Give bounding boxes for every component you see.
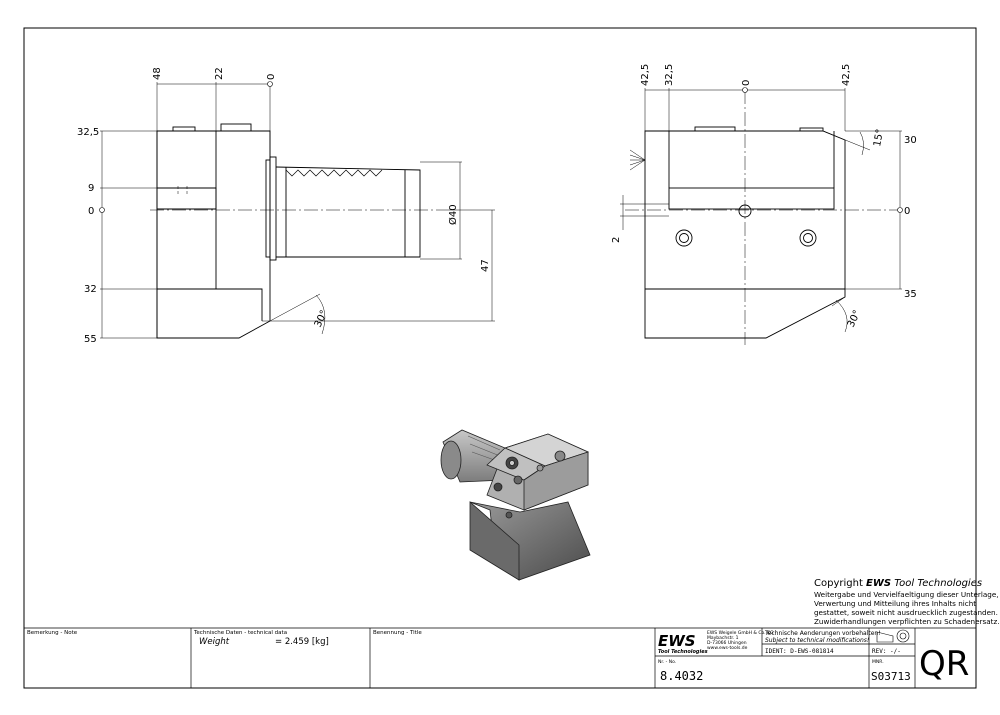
front-angle-15: 15°	[872, 128, 886, 147]
side-dim-32-5: 32,5	[77, 127, 99, 138]
svg-text:Verwertung und Mitteilung ihre: Verwertung und Mitteilung ihres Inhalts …	[814, 599, 976, 608]
front-dim-0: 0	[741, 80, 752, 86]
svg-text:Copyright EWS Tool Technologie: Copyright EWS Tool Technologies	[814, 578, 982, 589]
front-dim-30: 30	[904, 135, 917, 146]
nr-value: 8.4032	[660, 669, 703, 683]
side-dim-diameter: Ø40	[447, 204, 459, 225]
svg-text:D-73066 Uhingen: D-73066 Uhingen	[707, 640, 747, 646]
nr-label: Nr. - No.	[658, 659, 676, 665]
weight-value: = 2.459 [kg]	[275, 637, 329, 647]
front-dim-32-5: 32,5	[664, 64, 675, 86]
svg-text:Zuwiderhandlungen verpflichten: Zuwiderhandlungen verpflichten zu Schade…	[814, 617, 1000, 626]
tech-data-label: Technische Daten - technical data	[193, 630, 287, 636]
side-dim-48: 48	[152, 67, 163, 80]
side-dim-47: 47	[480, 259, 491, 272]
side-dim-32: 32	[84, 284, 97, 295]
mnr-value: S03713	[871, 670, 911, 683]
mnr-label: MNR.	[872, 659, 884, 665]
svg-text:www.ews-tools.de: www.ews-tools.de	[707, 645, 748, 651]
sheet-border	[23, 27, 977, 689]
front-dim-2: 2	[611, 237, 622, 243]
svg-text:gestattet, soweit nicht ausdru: gestattet, soweit nicht ausdruecklich zu…	[814, 608, 998, 617]
copyright-note: Copyright EWS Tool Technologies Weiterga…	[814, 578, 1000, 626]
side-dim-22: 22	[214, 67, 225, 80]
side-dim-0: 0	[266, 74, 277, 80]
side-dim-55: 55	[84, 334, 97, 345]
qr-label: QR	[919, 644, 969, 684]
front-dim-35: 35	[904, 289, 917, 300]
title-block	[24, 627, 976, 688]
side-view	[99, 81, 495, 339]
ident: IDENT: D-EWS-081814	[765, 648, 834, 655]
isometric-view	[440, 429, 591, 581]
svg-text:EWS Weigele GmbH & Co. KG: EWS Weigele GmbH & Co. KG	[707, 630, 774, 636]
changes-de: Technische Aenderungen vorbehalten!	[764, 630, 881, 637]
front-angle-30: 30°	[846, 309, 863, 330]
rev: REV: -/-	[872, 648, 901, 655]
ews-logo-sub: Tool Technologies	[658, 649, 708, 655]
weight-label: Weight	[199, 637, 230, 647]
front-dim-42-5-left: 42,5	[640, 64, 651, 86]
side-angle-30: 30°	[313, 309, 330, 330]
changes-en: Subject to technical modifications!	[765, 637, 869, 644]
front-view	[620, 87, 903, 345]
remark-label: Bemerkung - Note	[27, 630, 78, 636]
front-dim-42-5-right: 42,5	[841, 64, 852, 86]
title-label: Benennung - Title	[373, 630, 422, 636]
svg-text:Weitergabe und Vervielfaeltigu: Weitergabe und Vervielfaeltigung dieser …	[814, 590, 999, 599]
svg-text:Maybachstr. 1: Maybachstr. 1	[707, 635, 739, 641]
front-dim-0-right: 0	[904, 206, 910, 217]
side-dim-0-left: 0	[88, 206, 94, 217]
ews-logo: EWS	[658, 632, 696, 650]
side-dim-9: 9	[88, 183, 94, 194]
